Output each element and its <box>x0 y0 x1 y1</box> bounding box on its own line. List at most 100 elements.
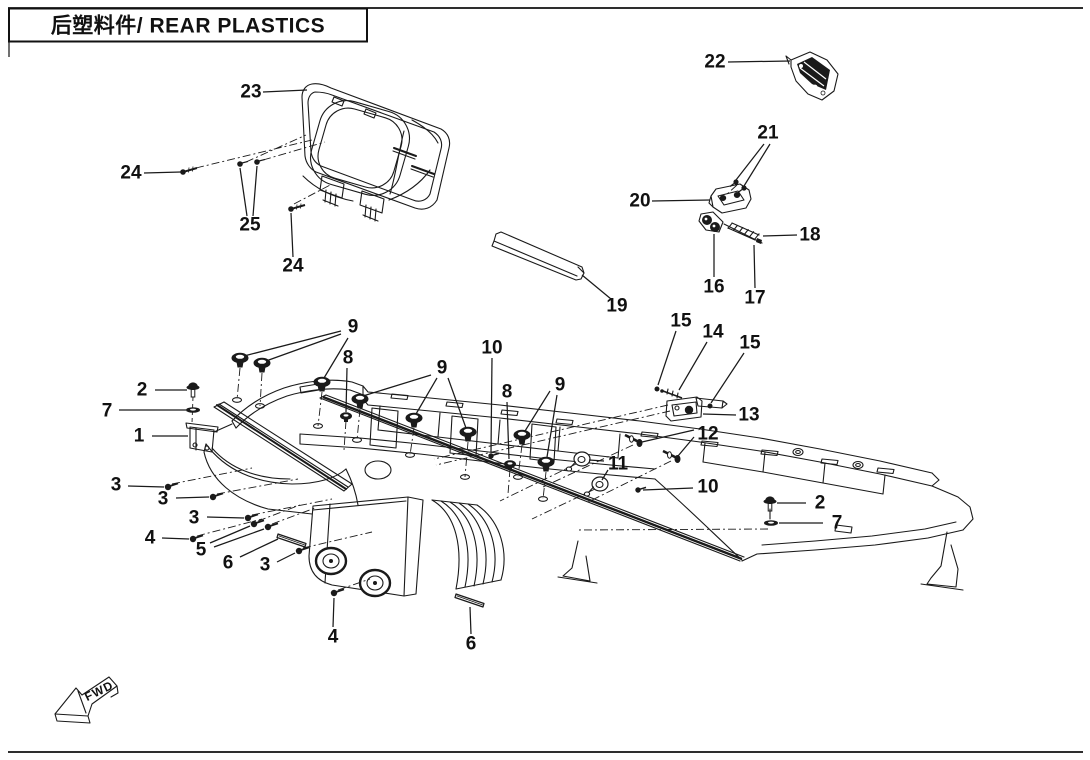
callout-3: 3 <box>189 508 200 529</box>
callout-24: 24 <box>120 163 142 184</box>
leader-line-10 <box>642 487 694 491</box>
callout-7: 7 <box>832 513 843 534</box>
leader-line-3 <box>175 496 210 499</box>
page-frame: 后塑料件/ REAR PLASTICS <box>8 7 1083 753</box>
screw-24b <box>287 202 306 213</box>
leader-line-6 <box>469 606 472 635</box>
callout-1: 1 <box>134 426 145 447</box>
callout-24: 24 <box>282 256 304 277</box>
washer-7 <box>186 407 200 413</box>
callout-21: 21 <box>757 123 779 144</box>
callout-18: 18 <box>799 225 820 246</box>
leader-line-23 <box>262 89 308 93</box>
leader-line-15 <box>710 352 745 404</box>
leader-line-17 <box>753 244 756 289</box>
callout-10: 10 <box>481 338 502 359</box>
callout-20: 20 <box>629 191 650 212</box>
leader-line-12 <box>677 436 695 457</box>
leader-line-4 <box>332 597 335 628</box>
leader-line-25 <box>239 167 248 217</box>
leader-line-12 <box>641 429 695 443</box>
leader-line-21 <box>743 143 771 187</box>
leader-line-11 <box>588 459 605 462</box>
callout-3: 3 <box>111 475 122 496</box>
bolt-4 <box>329 588 345 598</box>
leader-line-11 <box>601 469 609 481</box>
leader-line-9 <box>243 330 342 357</box>
pin-14 <box>660 388 683 399</box>
callout-17: 17 <box>744 288 765 309</box>
leader-line-9 <box>265 333 342 362</box>
title-box <box>8 7 368 43</box>
bolt-5 <box>249 519 265 529</box>
nut-8 <box>340 412 352 422</box>
assembly-axes <box>171 367 769 591</box>
latch-13 <box>665 396 728 422</box>
rear-fender-assembly <box>185 379 974 598</box>
leader-line-9 <box>415 377 438 415</box>
nut-15a <box>654 386 660 392</box>
bumper-16 <box>698 211 724 233</box>
callout-2: 2 <box>137 380 148 401</box>
rod-6 <box>276 533 307 548</box>
leader-line-18 <box>762 234 798 237</box>
latch-cluster-parts16-21 <box>698 178 763 244</box>
callout-15: 15 <box>739 333 761 354</box>
callout-23: 23 <box>240 82 261 103</box>
bolt-10 <box>487 452 500 460</box>
fasteners <box>163 352 778 608</box>
callout-2: 2 <box>815 493 826 514</box>
page-title: 后塑料件/ REAR PLASTICS <box>51 15 325 38</box>
callout-25: 25 <box>239 215 261 236</box>
leader-line-15 <box>657 330 677 386</box>
fwd-label: FWD <box>82 678 115 704</box>
leader-line-5 <box>213 528 265 548</box>
leader-line-9 <box>362 374 432 397</box>
leader-line-10 <box>490 357 493 453</box>
leader-line-9 <box>524 390 551 432</box>
leader-line-21 <box>735 143 765 181</box>
pin-17 <box>723 223 763 244</box>
leader-line-24 <box>143 171 182 174</box>
leader-line-24 <box>290 212 294 258</box>
screw-21b <box>737 184 748 194</box>
seal-strip-part19 <box>491 231 585 281</box>
cap-rivet-9 <box>513 429 531 445</box>
bolt-2 <box>186 381 200 398</box>
callout-6: 6 <box>466 634 477 655</box>
spring-18 <box>727 222 762 244</box>
callout-3: 3 <box>158 489 169 510</box>
callout-8: 8 <box>343 348 354 369</box>
leader-line-13 <box>702 413 737 416</box>
callout-14: 14 <box>702 322 724 343</box>
leader-line-19 <box>581 274 612 300</box>
ribbed-arch <box>431 499 505 590</box>
central-box <box>308 496 424 598</box>
screw-3 <box>243 513 259 523</box>
bolt-5 <box>263 522 279 532</box>
callout-19: 19 <box>606 296 627 317</box>
right-fender <box>364 447 974 591</box>
leader-line-9 <box>546 394 558 458</box>
screw-3 <box>208 492 224 502</box>
leader-line-6 <box>239 538 279 558</box>
callout-8: 8 <box>502 382 513 403</box>
grommet-11 <box>583 476 609 497</box>
callout-9: 9 <box>555 375 566 396</box>
screw-12 <box>623 433 644 449</box>
callout-9: 9 <box>437 358 448 379</box>
callout-15: 15 <box>670 311 692 332</box>
callout-3: 3 <box>260 555 271 576</box>
screw-12 <box>661 449 682 465</box>
bracket-part22 <box>785 51 839 101</box>
callout-11: 11 <box>608 454 629 475</box>
fwd-direction-arrow: FWD <box>54 676 119 724</box>
nut-15b <box>707 403 713 409</box>
callout-16: 16 <box>703 277 724 298</box>
callout-13: 13 <box>738 405 759 426</box>
callout-4: 4 <box>145 528 156 549</box>
screw-3 <box>294 546 310 556</box>
